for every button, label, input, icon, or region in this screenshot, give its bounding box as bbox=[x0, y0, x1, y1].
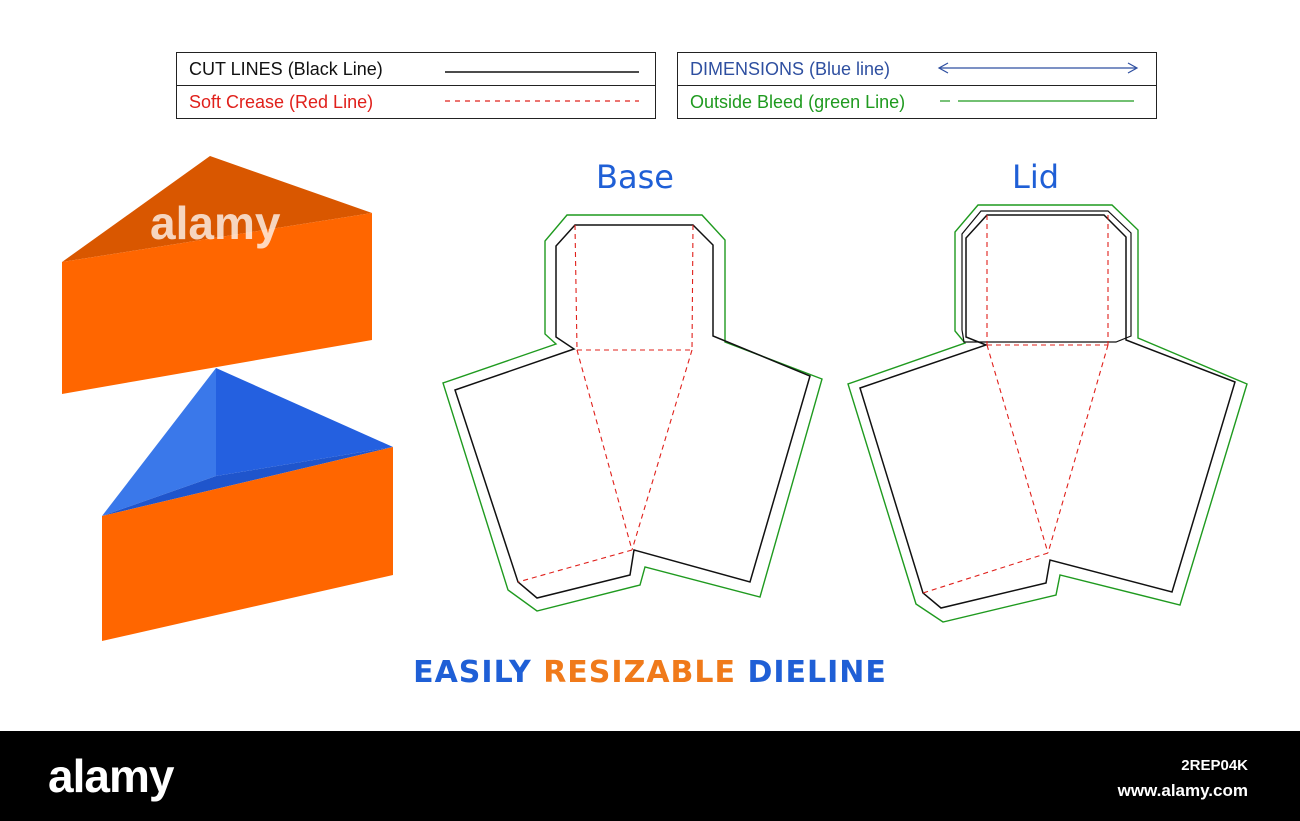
base-bleed-outline bbox=[442, 214, 823, 612]
legend-label-cut-lines: CUT LINES (Black Line) bbox=[189, 59, 383, 79]
base-front-face bbox=[102, 447, 393, 641]
legend-dimensions-bleed: DIMENSIONS (Blue line) Outside Bleed (gr… bbox=[677, 52, 1157, 119]
legend-label-soft-crease: Soft Crease (Red Line) bbox=[189, 92, 374, 112]
base-3d bbox=[102, 368, 393, 641]
legend-cut-crease: CUT LINES (Black Line) Soft Crease (Red … bbox=[176, 52, 656, 119]
base-inner-left bbox=[102, 368, 216, 516]
base-crease-lines bbox=[517, 224, 694, 583]
legend-row-outside-bleed: Outside Bleed (green Line) bbox=[678, 85, 1156, 118]
tagline-word-dieline: DIELINE bbox=[747, 655, 887, 690]
lid-3d bbox=[62, 156, 372, 394]
legend-label-outside-bleed: Outside Bleed (green Line) bbox=[690, 92, 906, 112]
box-3d-illustration bbox=[62, 156, 393, 641]
lid-bleed-outline bbox=[847, 204, 1248, 623]
footer-brand-logo: alamy bbox=[48, 750, 174, 802]
lid-cut-outline bbox=[859, 214, 1236, 609]
base-cut-outline bbox=[454, 224, 811, 599]
legend-row-dimensions: DIMENSIONS (Blue line) bbox=[678, 53, 1156, 85]
watermark-text: alamy bbox=[150, 197, 281, 249]
lid-front-face bbox=[62, 213, 372, 394]
tagline-word-resizable: RESIZABLE bbox=[543, 655, 737, 690]
lid-top-face bbox=[62, 156, 372, 262]
lid-title: Lid bbox=[1012, 158, 1060, 196]
legend-label-dimensions: DIMENSIONS (Blue line) bbox=[690, 59, 891, 79]
cut-line-sample bbox=[445, 71, 639, 73]
footer-url: www.alamy.com bbox=[1117, 781, 1248, 800]
crease-line-sample bbox=[445, 100, 639, 102]
base-title: Base bbox=[596, 158, 674, 196]
stock-footer-bar: alamy 2REP04K www.alamy.com bbox=[0, 731, 1300, 821]
legend-row-soft-crease: Soft Crease (Red Line) bbox=[177, 85, 655, 118]
legend-row-cut-lines: CUT LINES (Black Line) bbox=[177, 53, 655, 85]
base-inner-right bbox=[216, 368, 393, 476]
dimension-arrow-sample bbox=[937, 62, 1139, 74]
lid-dieline bbox=[847, 204, 1248, 623]
tagline-word-easily: EASILY bbox=[413, 655, 532, 690]
base-dieline bbox=[442, 214, 823, 612]
lid-crease-lines bbox=[922, 215, 1109, 594]
lid-double-cut-outline bbox=[961, 210, 1132, 343]
bleed-line-sample bbox=[940, 100, 1134, 102]
footer-image-id: 2REP04K bbox=[1181, 757, 1248, 774]
tagline: EASILY RESIZABLE DIELINE bbox=[0, 655, 1300, 690]
